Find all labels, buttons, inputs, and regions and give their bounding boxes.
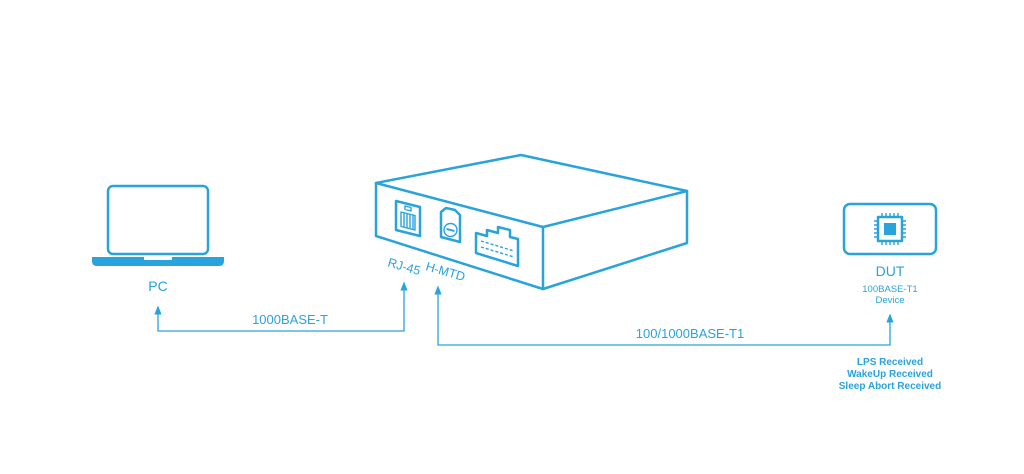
pc-label: PC [148,278,167,294]
dut-link-label: 100/1000BASE-T1 [636,326,744,341]
dut-event: Sleep Abort Received [839,381,941,392]
pc-link-label: 1000BASE-T [252,312,328,327]
pc-link-line [154,281,408,332]
dut-event: LPS Received [857,357,923,368]
network-box-icon [374,153,689,291]
dut-device-label: Device [875,295,904,306]
laptop-icon [92,184,224,266]
dut-event: WakeUp Received [847,369,933,380]
rj45-label: RJ-45 [386,255,422,278]
hmtd-port-icon [439,206,462,244]
dut-standard-label: 100BASE-T1 [862,284,917,295]
rj45-port-icon [394,199,422,238]
connector-strip-icon [474,225,520,268]
chip-icon [842,202,938,256]
dut-link-line [434,285,894,346]
dut-label: DUT [876,263,905,279]
